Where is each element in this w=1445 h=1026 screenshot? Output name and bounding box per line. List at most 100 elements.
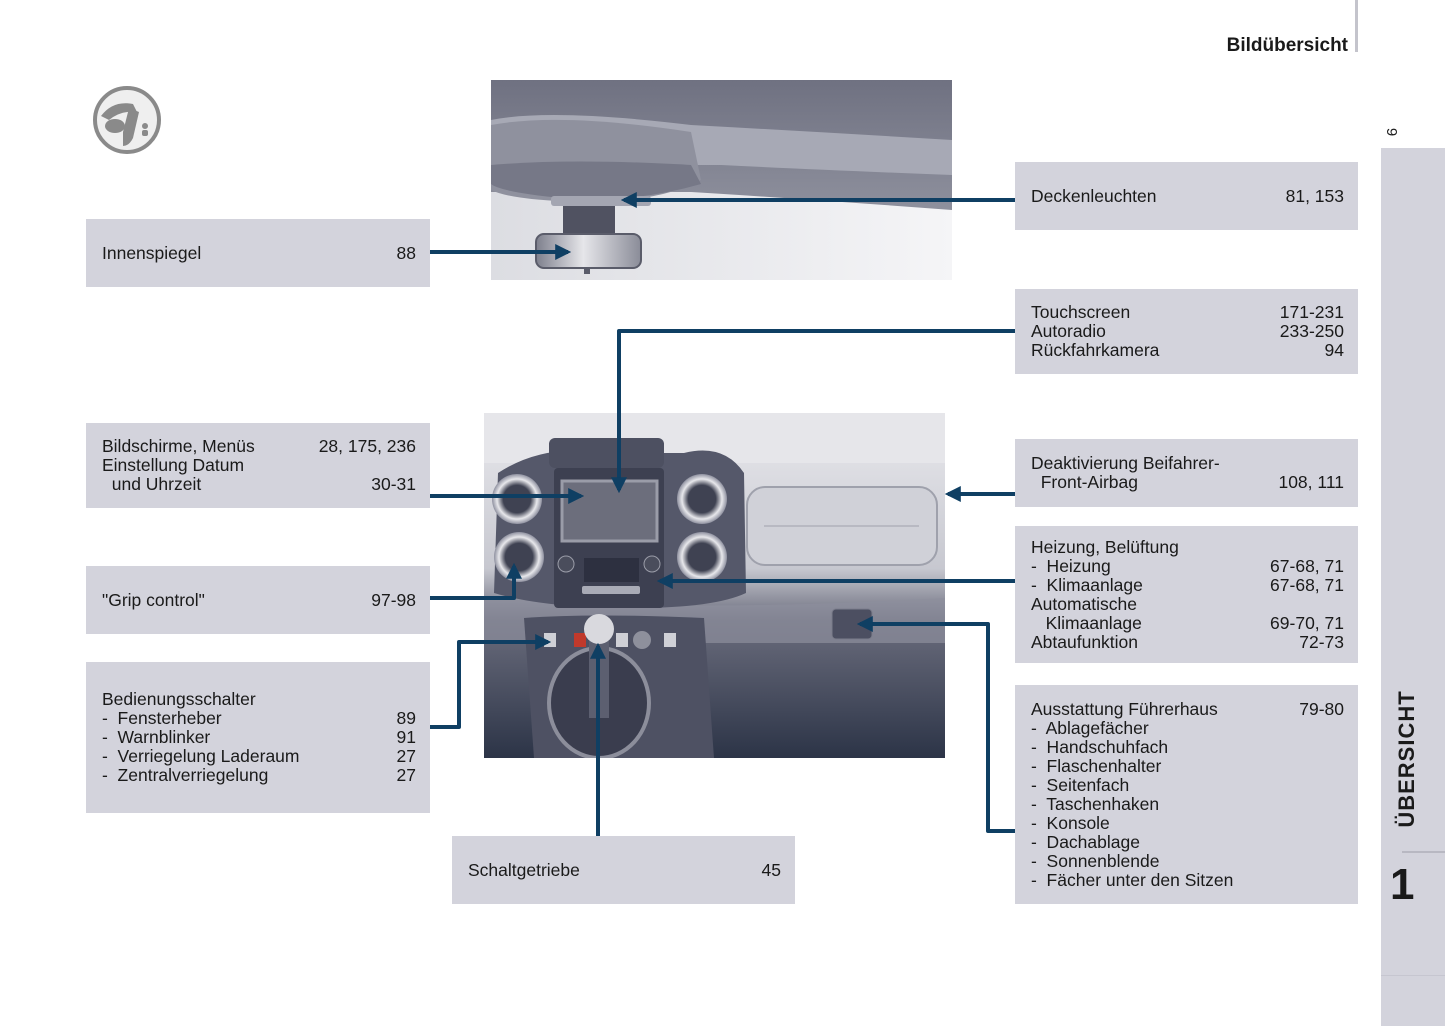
item-label: "Grip control" — [102, 589, 205, 610]
item-label: - Konsole — [1031, 812, 1110, 833]
page-reference[interactable]: 27 — [396, 765, 416, 785]
chapter-tab-text: ÜBERSICHT — [1394, 690, 1419, 828]
callout-airbag: Deaktivierung Beifahrer- Front-Airbag 108… — [1015, 439, 1358, 507]
item-label: - Seitenfach — [1031, 774, 1130, 795]
driver-steering-wheel-icon — [93, 86, 161, 154]
item-label: - Klimaanlage — [1031, 574, 1143, 595]
callout-grip-control: "Grip control" 97-98 — [86, 566, 430, 634]
callout-bildschirme: Bildschirme, Menüs 28, 175, 236 Einstellu… — [86, 423, 430, 508]
callout-row: Rückfahrkamera 94 — [1031, 341, 1344, 360]
callout-schaltgetriebe: Schaltgetriebe 45 — [452, 836, 795, 904]
tab-divider-lower — [1381, 975, 1445, 976]
callout-row: - Fensterheber 89 — [102, 709, 416, 728]
callout-bedienungsschalter: Bedienungsschalter - Fensterheber 89 - Wa… — [86, 662, 430, 813]
page-reference[interactable]: 88 — [396, 242, 416, 263]
item-label: - Sonnenblende — [1031, 850, 1160, 871]
callout-row: - Handschuhfach — [1031, 736, 1344, 757]
page-reference[interactable]: 28, 175, 236 — [318, 436, 416, 456]
item-label: - Fächer unter den Sitzen — [1031, 869, 1234, 890]
page-reference[interactable]: 91 — [396, 727, 416, 747]
callout-row: Bildschirme, Menüs 28, 175, 236 — [102, 437, 416, 456]
callout-row: Heizung, Belüftung — [1031, 536, 1344, 557]
item-label: - Fensterheber — [102, 708, 222, 728]
item-label: Rückfahrkamera — [1031, 340, 1160, 360]
callout-row: - Klimaanlage 67-68, 71 — [1031, 574, 1344, 595]
callout-row: - Ablagefächer — [1031, 717, 1344, 738]
chapter-side-tab[interactable] — [1381, 148, 1445, 1026]
page-reference[interactable]: 89 — [396, 708, 416, 728]
callout-row: Deaktivierung Beifahrer- — [1031, 454, 1344, 473]
item-label: Einstellung Datum — [102, 455, 245, 475]
page-reference[interactable]: 69-70, 71 — [1270, 612, 1344, 633]
item-label: Ausstattung Führerhaus — [1031, 698, 1218, 719]
callout-innenspiegel: Innenspiegel 88 — [86, 219, 430, 287]
callout-heizung: Heizung, Belüftung - Heizung 67-68, 71 - … — [1015, 526, 1358, 663]
page-reference[interactable]: 67-68, 71 — [1270, 555, 1344, 576]
item-label: Front-Airbag — [1031, 472, 1138, 492]
callout-row: Schaltgetriebe 45 — [468, 859, 781, 880]
item-label: Automatische — [1031, 593, 1138, 614]
item-label: - Flaschenhalter — [1031, 755, 1162, 776]
callout-row: "Grip control" 97-98 — [102, 589, 416, 610]
callout-row: Einstellung Datum — [102, 456, 416, 475]
callout-row: Klimaanlage 69-70, 71 — [1031, 612, 1344, 633]
page-reference[interactable]: 108, 111 — [1278, 472, 1344, 492]
page-reference[interactable]: 79-80 — [1299, 698, 1344, 719]
page-reference[interactable]: 97-98 — [371, 589, 416, 610]
callout-row: Autoradio 233-250 — [1031, 322, 1344, 341]
callout-touchscreen: Touchscreen 171-231 Autoradio 233-250 Rück… — [1015, 289, 1358, 374]
page-reference[interactable]: 72-73 — [1299, 631, 1344, 652]
tab-divider — [1402, 851, 1445, 853]
item-label: Abtaufunktion — [1031, 631, 1139, 652]
callout-row: Abtaufunktion 72-73 — [1031, 631, 1344, 652]
item-label: Touchscreen — [1031, 302, 1131, 322]
item-label: Innenspiegel — [102, 242, 202, 263]
dashboard-illustration — [484, 413, 945, 758]
item-label: Bildschirme, Menüs — [102, 436, 255, 456]
header-divider — [1355, 0, 1358, 52]
ceiling-mirror-illustration — [491, 80, 952, 280]
page-reference[interactable]: 81, 153 — [1285, 185, 1344, 206]
item-label: - Heizung — [1031, 555, 1111, 576]
item-label: - Verriegelung Laderaum — [102, 746, 300, 766]
chapter-number: 1 — [1390, 860, 1415, 909]
page-reference[interactable]: 30-31 — [371, 474, 416, 494]
item-label: - Handschuhfach — [1031, 736, 1169, 757]
callout-row: - Fächer unter den Sitzen — [1031, 869, 1344, 890]
callout-row: Touchscreen 171-231 — [1031, 303, 1344, 322]
item-label: - Ablagefächer — [1031, 717, 1149, 738]
item-label: Deaktivierung Beifahrer- — [1031, 453, 1220, 473]
page-reference[interactable]: 27 — [396, 746, 416, 766]
page-reference[interactable]: 233-250 — [1279, 321, 1344, 341]
page-reference[interactable]: 45 — [761, 859, 781, 880]
callout-row: Automatische — [1031, 593, 1344, 614]
page-reference[interactable]: 67-68, 71 — [1270, 574, 1344, 595]
callout-row: Ausstattung Führerhaus 79-80 — [1031, 698, 1344, 719]
item-label: - Zentralverriegelung — [102, 765, 269, 785]
section-title: Bildübersicht — [1226, 35, 1348, 56]
item-label: Autoradio — [1031, 321, 1106, 341]
callout-row: Front-Airbag 108, 111 — [1031, 473, 1344, 492]
item-label: Schaltgetriebe — [468, 859, 580, 880]
callout-row: - Heizung 67-68, 71 — [1031, 555, 1344, 576]
item-label: Bedienungsschalter — [102, 689, 256, 709]
callout-row: - Sonnenblende — [1031, 850, 1344, 871]
callout-ausstattung: Ausstattung Führerhaus 79-80 - Ablagefäch… — [1015, 685, 1358, 904]
callout-row: - Flaschenhalter — [1031, 755, 1344, 776]
callout-row: Bedienungsschalter — [102, 690, 416, 709]
chapter-tab-label: ÜBERSICHT — [1381, 684, 1433, 834]
callout-row: - Taschenhaken — [1031, 794, 1344, 814]
callout-row: - Dachablage — [1031, 831, 1344, 852]
page-reference[interactable]: 94 — [1324, 340, 1344, 360]
page-reference[interactable]: 171-231 — [1279, 302, 1344, 322]
item-label: Klimaanlage — [1031, 612, 1142, 633]
callout-row: - Verriegelung Laderaum 27 — [102, 747, 416, 766]
callout-row: - Seitenfach — [1031, 774, 1344, 795]
item-label: Heizung, Belüftung — [1031, 536, 1179, 557]
page-number: 9 — [1383, 127, 1400, 137]
item-label: - Dachablage — [1031, 831, 1140, 852]
